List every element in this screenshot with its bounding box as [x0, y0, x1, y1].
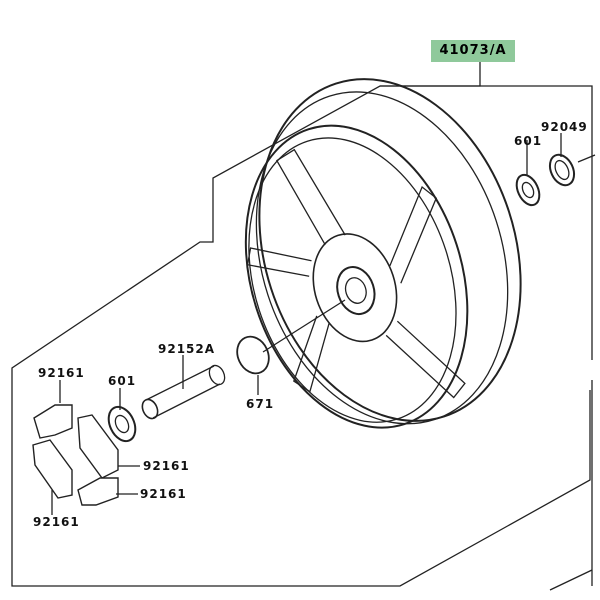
label-collar[interactable]: 92152A [158, 342, 216, 356]
assembly-part-number-badge[interactable]: 41073/A [431, 40, 515, 62]
frame-corner [549, 569, 593, 591]
label-o-ring[interactable]: 671 [246, 397, 275, 411]
label-damper-3[interactable]: 92161 [140, 487, 187, 501]
bearing-left [107, 405, 137, 443]
assembly-frame-right [380, 85, 593, 360]
label-bearing-left[interactable]: 601 [108, 374, 137, 388]
label-seal-right[interactable]: 92049 [541, 120, 588, 134]
seal-right [548, 153, 576, 187]
label-bearing-right[interactable]: 601 [514, 134, 543, 148]
wheel [244, 78, 522, 429]
label-damper-2[interactable]: 92161 [143, 459, 190, 473]
bearing-right [515, 173, 541, 207]
axle-line [262, 299, 346, 353]
collar [141, 355, 226, 420]
o-ring [236, 335, 270, 375]
assembly-frame [11, 62, 591, 587]
label-damper-4[interactable]: 92161 [33, 515, 80, 529]
label-damper-1[interactable]: 92161 [38, 366, 85, 380]
damper-rubbers [32, 404, 119, 506]
